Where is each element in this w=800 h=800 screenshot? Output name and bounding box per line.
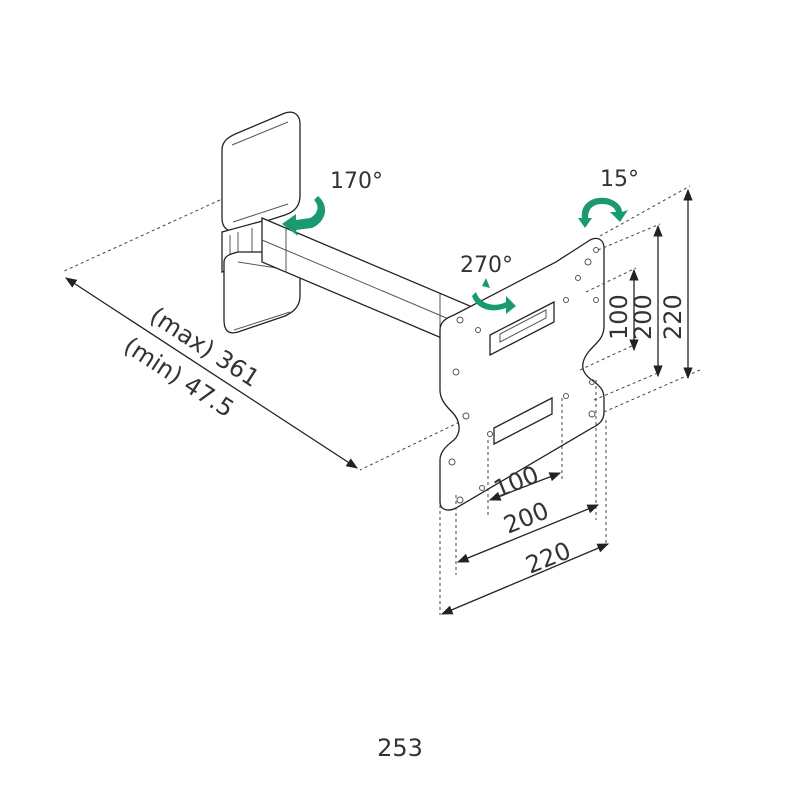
vertical-dimensions: 100 200 220: [579, 185, 701, 413]
horizontal-dim-220: 220: [522, 536, 575, 579]
rotate-angle-label: 270°: [460, 253, 513, 278]
caption-text: 253: [377, 734, 423, 762]
vertical-dim-200: 200: [629, 294, 657, 340]
wall-bracket: [221, 111, 301, 334]
tilt-arrow-icon: [578, 197, 628, 228]
swivel-rotation: 170°: [282, 169, 383, 236]
horizontal-dim-200: 200: [500, 496, 553, 539]
rotate-rotation: 270°: [460, 253, 516, 314]
swivel-arrow-icon: [282, 196, 326, 236]
tilt-angle-label: 15°: [600, 167, 639, 192]
rotate-arrow-icon: [472, 292, 516, 314]
tilt-rotation: 15°: [578, 167, 639, 228]
vertical-dim-220: 220: [659, 294, 687, 340]
vertical-dim-100: 100: [605, 294, 633, 340]
swivel-angle-label: 170°: [330, 169, 383, 194]
